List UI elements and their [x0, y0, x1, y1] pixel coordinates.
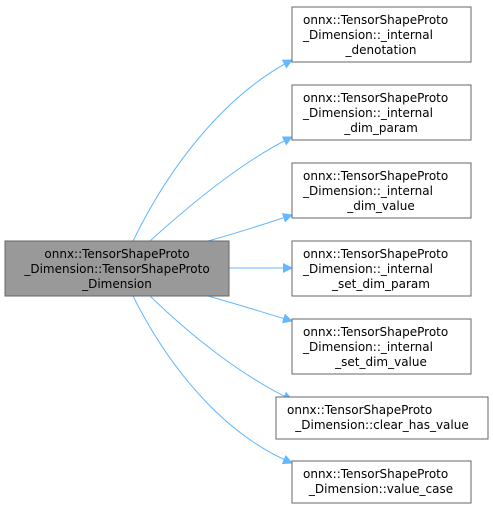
target-node-line-1: onnx::TensorShapeProto	[303, 91, 448, 105]
target-node-line-3: _dim_value	[346, 199, 414, 213]
target-node-line-1: onnx::TensorShapeProto	[303, 169, 448, 183]
target-node-internal-dim-value[interactable]: onnx::TensorShapeProto _Dimension::_inte…	[291, 162, 472, 219]
target-node-line-1: onnx::TensorShapeProto	[303, 247, 448, 261]
target-node-line-3: _denotation	[345, 43, 417, 57]
target-node-line-2: _Dimension::_internal	[302, 262, 433, 276]
target-node-line-2: _Dimension::clear_has_value	[294, 418, 468, 432]
source-node-line-2: _Dimension::TensorShapeProto	[23, 262, 209, 276]
source-node-line-1: onnx::TensorShapeProto	[44, 247, 189, 261]
target-node-internal-dim-param[interactable]: onnx::TensorShapeProto _Dimension::_inte…	[291, 84, 472, 141]
source-node-line-3: _Dimension	[81, 277, 152, 291]
edge-to-internal-dim-value	[207, 213, 293, 242]
target-node-line-1: onnx::TensorShapeProto	[303, 467, 448, 481]
target-node-internal-denotation[interactable]: onnx::TensorShapeProto _Dimension::_inte…	[291, 6, 472, 63]
target-node-value-case[interactable]: onnx::TensorShapeProto _Dimension::value…	[291, 460, 472, 504]
target-node-internal-set-dim-param[interactable]: onnx::TensorShapeProto _Dimension::_inte…	[291, 240, 472, 297]
target-node-clear-has-value[interactable]: onnx::TensorShapeProto _Dimension::clear…	[275, 396, 489, 440]
edges	[132, 59, 293, 465]
target-node-line-2: _Dimension::_internal	[302, 340, 433, 354]
edge-to-internal-dim-param	[149, 136, 293, 242]
edge-to-internal-denotation	[132, 59, 293, 242]
target-node-line-2: _Dimension::_internal	[302, 28, 433, 42]
target-node-internal-set-dim-value[interactable]: onnx::TensorShapeProto _Dimension::_inte…	[291, 318, 472, 375]
target-node-line-1: onnx::TensorShapeProto	[287, 403, 432, 417]
target-node-line-3: _dim_param	[343, 121, 418, 135]
target-node-line-2: _Dimension::value_case	[308, 482, 453, 496]
target-node-line-3: _set_dim_param	[331, 277, 430, 291]
target-node-line-2: _Dimension::_internal	[302, 106, 433, 120]
target-node-line-1: onnx::TensorShapeProto	[303, 325, 448, 339]
target-node-line-1: onnx::TensorShapeProto	[303, 13, 448, 27]
target-node-line-3: _set_dim_value	[334, 355, 427, 369]
target-node-line-2: _Dimension::_internal	[302, 184, 433, 198]
source-node[interactable]: onnx::TensorShapeProto _Dimension::Tenso…	[4, 240, 230, 297]
edge-to-clear-has-value	[149, 295, 293, 401]
edge-to-internal-set-dim-value	[207, 295, 293, 324]
edge-to-value-case	[132, 295, 293, 465]
